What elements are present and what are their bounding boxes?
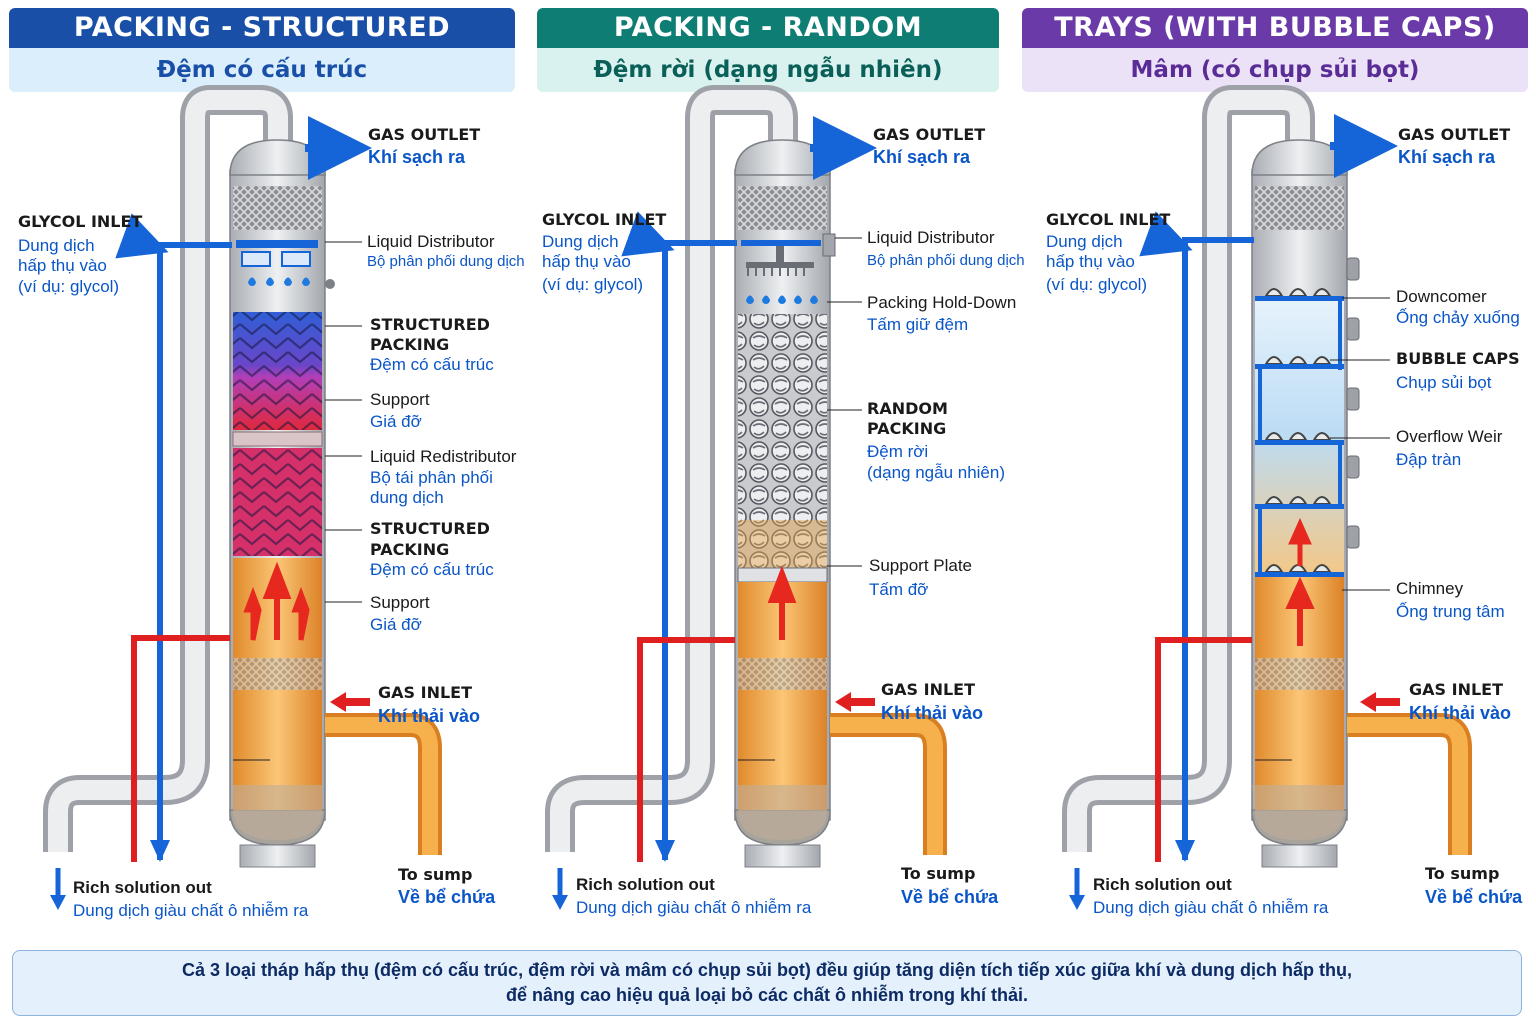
glycol-inlet-label: GLYCOL INLET [542, 210, 666, 229]
gas-inlet-vi: Khí thải vào [1409, 703, 1511, 723]
callout-liquid-distributor-vi: Bộ phân phối dung dịch [867, 252, 1025, 269]
callout-random-packing-vi-2: (dạng ngẫu nhiên) [867, 463, 1005, 482]
column-structured [43, 85, 442, 910]
glycol-inlet-vi-2: hấp thụ vào [18, 256, 107, 275]
callout-structured-packing-2-vi: Đệm có cấu trúc [370, 560, 494, 579]
glycol-inlet-vi-1: Dung dịch [542, 232, 619, 251]
callout-structured-packing-vi: Đệm có cấu trúc [370, 355, 494, 374]
callout-liquid-distributor: Liquid Distributor [367, 232, 495, 251]
callout-structured-packing-b: PACKING [370, 335, 449, 354]
callout-packing-hold-down: Packing Hold-Down [867, 293, 1016, 312]
rich-out-vi: Dung dịch giàu chất ô nhiễm ra [576, 898, 812, 917]
header-structured: PACKING - STRUCTURED Đệm có cấu trúc [9, 8, 515, 92]
callout-bubble-caps-vi: Chụp sủi bọt [1396, 373, 1492, 392]
glycol-inlet-vi-1: Dung dịch [18, 236, 95, 255]
callout-liquid-redistributor-vi-2: dung dịch [370, 488, 444, 507]
header-random: PACKING - RANDOM Đệm rời (dạng ngẫu nhiê… [537, 8, 999, 92]
callout-liquid-redistributor-vi-1: Bộ tái phân phối [370, 468, 493, 487]
summary-line-1: Cả 3 loại tháp hấp thụ (đệm có cấu trúc,… [182, 960, 1352, 980]
callout-bubble-caps: BUBBLE CAPS [1396, 349, 1520, 368]
glycol-inlet-vi-1: Dung dịch [1046, 232, 1123, 251]
panel-subtitle: Mâm (có chụp sủi bọt) [1022, 48, 1528, 92]
glycol-inlet-vi-3: (ví dụ: glycol) [542, 275, 643, 294]
callout-support: Support [370, 390, 430, 409]
gas-inlet-label: GAS INLET [1409, 680, 1503, 699]
callout-liquid-distributor-vi: Bộ phân phối dung dịch [367, 253, 525, 270]
callout-structured-packing-2b: PACKING [370, 540, 449, 559]
callout-liquid-redistributor: Liquid Redistributor [370, 447, 517, 466]
gas-inlet-label: GAS INLET [881, 680, 975, 699]
gas-outlet-vi: Khí sạch ra [873, 147, 971, 167]
gas-outlet-label: GAS OUTLET [873, 125, 985, 144]
callout-liquid-distributor: Liquid Distributor [867, 228, 995, 247]
callout-random-packing-a: RANDOM [867, 399, 948, 418]
glycol-inlet-label: GLYCOL INLET [18, 212, 142, 231]
to-sump-label: To sump [1425, 864, 1499, 883]
callout-support-plate-vi: Tấm đỡ [869, 580, 928, 599]
panel-subtitle: Đệm rời (dạng ngẫu nhiên) [537, 48, 999, 92]
gas-outlet-label: GAS OUTLET [1398, 125, 1510, 144]
rich-out-label: Rich solution out [1093, 875, 1232, 894]
summary-note: Cả 3 loại tháp hấp thụ (đệm có cấu trúc,… [12, 950, 1522, 1016]
panel-subtitle: Đệm có cấu trúc [9, 48, 515, 92]
callout-structured-packing-a: STRUCTURED [370, 315, 490, 334]
gas-outlet-label: GAS OUTLET [368, 125, 480, 144]
column-trays [1062, 85, 1472, 910]
panel-title: PACKING - RANDOM [537, 8, 999, 48]
gas-outlet-vi: Khí sạch ra [368, 147, 466, 167]
to-sump-label: To sump [901, 864, 975, 883]
callout-random-packing-vi-1: Đệm rời [867, 442, 928, 461]
callout-support-plate: Support Plate [869, 556, 972, 575]
callout-overflow-weir-vi: Đập tràn [1396, 450, 1461, 469]
rich-out-label: Rich solution out [73, 878, 212, 897]
callout-overflow-weir: Overflow Weir [1396, 427, 1503, 446]
summary-line-2: để nâng cao hiệu quả loại bỏ các chất ô … [505, 985, 1029, 1005]
callout-support-2: Support [370, 593, 430, 612]
rich-out-vi: Dung dịch giàu chất ô nhiễm ra [1093, 898, 1329, 917]
rich-out-vi: Dung dịch giàu chất ô nhiễm ra [73, 901, 309, 920]
glycol-inlet-vi-2: hấp thụ vào [542, 252, 631, 271]
callout-structured-packing-2a: STRUCTURED [370, 519, 490, 538]
callout-downcomer: Downcomer [1396, 287, 1487, 306]
column-random [545, 85, 947, 910]
to-sump-vi: Về bể chứa [1425, 887, 1523, 907]
to-sump-vi: Về bể chứa [398, 887, 496, 907]
callout-support-2-vi: Giá đỡ [370, 615, 422, 634]
gas-inlet-vi: Khí thải vào [378, 706, 480, 726]
glycol-inlet-vi-3: (ví dụ: glycol) [1046, 275, 1147, 294]
callout-downcomer-vi: Ống chảy xuống [1396, 307, 1520, 327]
header-trays: TRAYS (WITH BUBBLE CAPS) Mâm (có chụp sủ… [1022, 8, 1528, 92]
panel-title: TRAYS (WITH BUBBLE CAPS) [1022, 8, 1528, 48]
panel-title: PACKING - STRUCTURED [9, 8, 515, 48]
callout-support-vi: Giá đỡ [370, 412, 422, 431]
to-sump-vi: Về bể chứa [901, 887, 999, 907]
to-sump-label: To sump [398, 865, 472, 884]
glycol-inlet-label: GLYCOL INLET [1046, 210, 1170, 229]
gas-outlet-vi: Khí sạch ra [1398, 147, 1496, 167]
gas-inlet-vi: Khí thải vào [881, 703, 983, 723]
callout-packing-hold-down-vi: Tấm giữ đệm [867, 315, 968, 334]
gas-inlet-label: GAS INLET [378, 683, 472, 702]
glycol-inlet-vi-2: hấp thụ vào [1046, 252, 1135, 271]
callout-chimney: Chimney [1396, 579, 1464, 598]
callout-random-packing-b: PACKING [867, 419, 946, 438]
rich-out-label: Rich solution out [576, 875, 715, 894]
glycol-inlet-vi-3: (ví dụ: glycol) [18, 277, 119, 296]
callout-chimney-vi: Ống trung tâm [1396, 601, 1505, 621]
